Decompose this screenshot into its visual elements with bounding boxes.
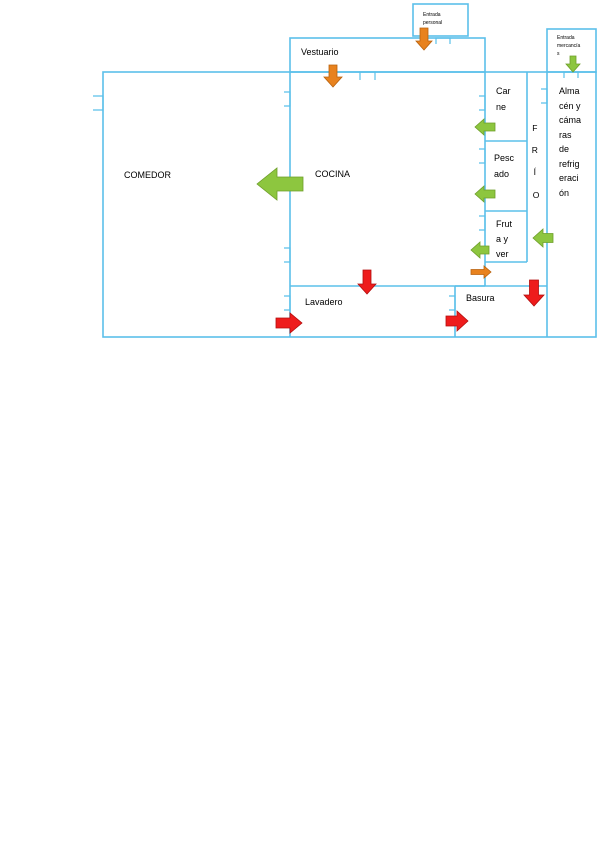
arrow-green-4 — [256, 167, 304, 201]
label-fruta: Frut a y ver — [496, 219, 515, 259]
arrow-green-8 — [532, 228, 554, 248]
label-vestuario: Vestuario — [301, 47, 339, 57]
door-comedor-exterior — [93, 95, 104, 111]
arrow-green-7 — [470, 241, 490, 259]
arrow-green-5 — [474, 118, 496, 136]
label-comedor: COMEDOR — [124, 170, 172, 180]
label-cocina: COCINA — [315, 169, 350, 179]
door-almacen — [541, 88, 548, 104]
arrow-red-11 — [523, 279, 545, 307]
arrow-red-13 — [445, 310, 469, 332]
doors — [93, 37, 579, 311]
flow-arrows — [256, 27, 581, 334]
arrow-green-3 — [565, 55, 581, 73]
label-almacen: Alma cén y cáma ras de refrig eraci ón — [559, 86, 584, 198]
label-carne: Car ne — [496, 86, 513, 112]
entrada-personal-box — [412, 3, 469, 37]
arrow-orange-2 — [323, 64, 343, 88]
door-entrada-personal — [435, 37, 451, 44]
label-pescado: Pesc ado — [494, 153, 517, 179]
label-entrada-personal: Entrada personal — [423, 12, 442, 26]
arrow-red-12 — [275, 312, 303, 334]
door-comedor-cocina-bottom — [284, 247, 291, 263]
arrow-red-10 — [357, 269, 377, 295]
arrow-orange-9 — [470, 265, 492, 279]
door-fruta — [479, 215, 486, 231]
door-lavadero — [284, 295, 291, 311]
door-entrada-mercancias — [563, 71, 579, 78]
door-carne — [479, 95, 486, 111]
arrow-green-6 — [474, 185, 496, 203]
label-lavadero: Lavadero — [305, 297, 343, 307]
label-frio: F R Í O — [532, 123, 541, 200]
door-pescado — [479, 148, 486, 164]
door-comedor-cocina-top — [284, 91, 291, 107]
label-basura: Basura — [466, 293, 495, 303]
vestuario-room — [289, 37, 486, 73]
door-basura — [449, 295, 456, 311]
label-entrada-mercancias: Entrada mercancía s — [557, 35, 582, 57]
building-outline — [102, 71, 597, 338]
door-vestuario-cocina — [359, 71, 376, 80]
arrow-orange-1 — [415, 27, 433, 51]
